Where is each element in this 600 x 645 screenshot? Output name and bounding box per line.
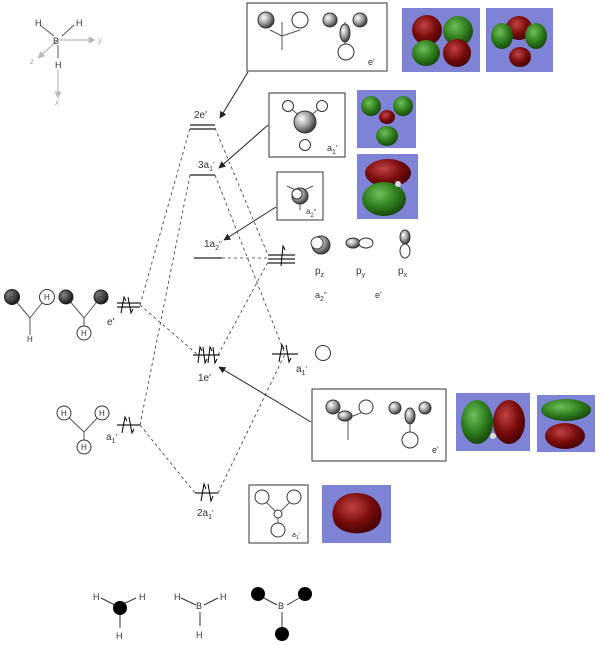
right-boron-orbitals: a1' pz py px a2" e' <box>268 229 411 377</box>
h-atom-label: H <box>81 443 87 452</box>
arrow-2e <box>219 71 249 119</box>
pz-label: pz <box>315 266 325 279</box>
e-prime-label-left: e' <box>107 317 115 328</box>
correlation-lines <box>139 127 286 494</box>
box-1a2: a2" <box>276 171 324 221</box>
boron-atom <box>113 601 127 615</box>
h-orbital-filled <box>4 289 20 305</box>
electron-pair-b-2s <box>278 343 292 364</box>
b-label: B <box>196 601 202 611</box>
box-2e-label: e' <box>368 57 375 67</box>
h-atom-label: H <box>81 329 87 338</box>
b-label: B <box>278 601 284 611</box>
h-label: H <box>174 592 181 602</box>
bond <box>39 24 55 37</box>
bond <box>61 24 75 37</box>
px-orbital <box>399 229 411 245</box>
arrow-1e <box>218 366 312 423</box>
level-3a1-label: 3a1' <box>198 160 215 173</box>
h-label: H <box>220 592 227 602</box>
level-2e-label: 2e' <box>194 110 207 121</box>
a1-label-left: a1' <box>106 432 117 445</box>
boron-label: B <box>53 36 59 46</box>
level-1a2-label: 1a2" <box>204 239 222 252</box>
h-atom-black <box>251 587 265 601</box>
box-1e-label: e' <box>432 445 439 455</box>
h-label: H <box>139 592 146 602</box>
h-atom-black <box>275 627 289 641</box>
electron-pair-left-a1 <box>121 415 135 435</box>
box-2e: e' <box>246 2 388 72</box>
py-orbital <box>345 237 361 249</box>
electron-pair-left-e <box>120 295 134 315</box>
electron-pairs-1e <box>197 345 218 365</box>
x-axis-label: x <box>54 98 60 107</box>
h-label: H <box>93 592 100 602</box>
coordinate-axes: B H H H y z x <box>29 18 103 107</box>
h-atom-label: H <box>99 409 105 418</box>
h-atom-label: H <box>9 293 15 302</box>
e-label-right: e' <box>375 290 382 300</box>
h-atom-black <box>298 587 312 601</box>
a2-label-right: a2" <box>315 290 327 303</box>
mo-levels: 2e' 3a1' 1a2" 1e' 2a1' <box>190 110 222 521</box>
z-axis-arrow <box>37 39 59 59</box>
z-axis-label: z <box>29 57 34 66</box>
y-axis-label: y <box>97 36 103 45</box>
px-label: px <box>398 266 408 279</box>
hydrogen-label: H <box>55 60 62 70</box>
py-label: py <box>356 266 366 279</box>
box-3a1: a1' <box>268 92 346 158</box>
h-atom-label: H <box>44 293 50 302</box>
a1-label-right: a1' <box>296 364 307 377</box>
level-1e-label: 1e' <box>198 373 211 384</box>
box-2a1: a1' <box>248 484 309 544</box>
hydrogen-label: H <box>76 18 83 28</box>
box-3a1-label: a1' <box>327 143 338 156</box>
h-label: H <box>116 631 123 641</box>
h-label: H <box>196 630 203 640</box>
hydrogen-label: H <box>35 18 42 28</box>
bottom-molecules: H H H B H H H B <box>93 587 312 641</box>
box-1a2-label: a2" <box>306 207 317 219</box>
left-h3-fragment: H H H H H e' H H H a1' <box>4 289 140 455</box>
arrow-3a1 <box>218 124 269 169</box>
h-atom-label: H <box>27 335 33 344</box>
box-1e: e' <box>311 388 447 462</box>
h-atom-label: H <box>61 409 67 418</box>
s-orbital <box>315 345 331 361</box>
arrow-1a2 <box>223 206 277 241</box>
level-2a1-label: 2a1' <box>197 508 214 521</box>
h-atom-label: H <box>98 293 104 302</box>
box-2a1-label: a1' <box>292 532 300 541</box>
h-orbital-empty <box>39 289 55 305</box>
electron-pair-2a1 <box>200 482 214 503</box>
